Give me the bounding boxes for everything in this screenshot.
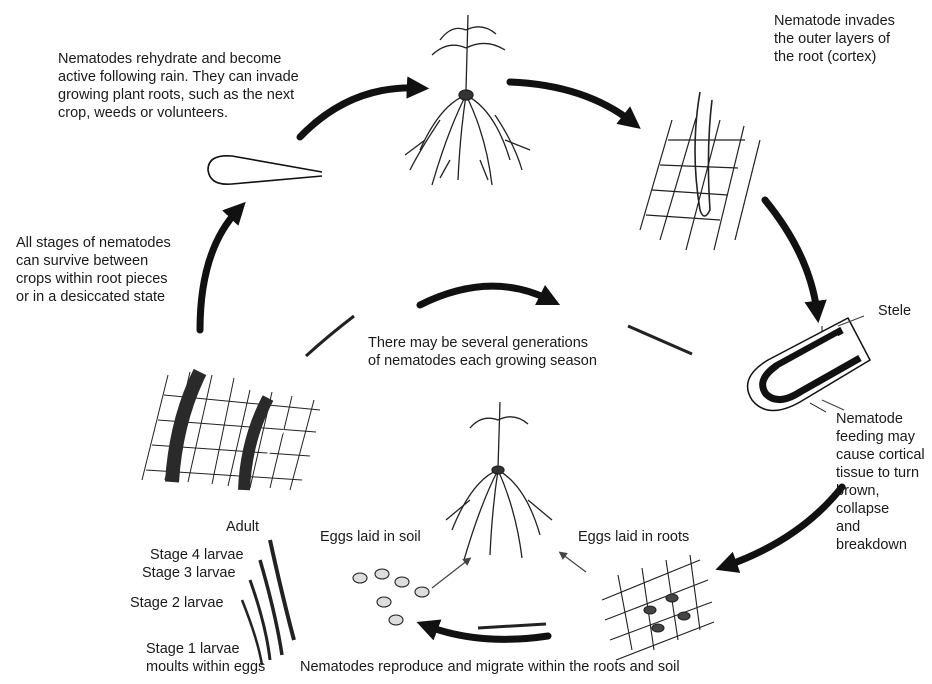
bottom-plant-illustration xyxy=(446,402,552,560)
adult-label: Adult xyxy=(226,518,259,536)
arrow-to-eggs-in-roots xyxy=(726,487,842,566)
stele-illustration xyxy=(748,318,870,412)
rehydrated-nematode xyxy=(208,156,322,184)
stele-label: Stele xyxy=(878,302,911,320)
rehydrate-label: Nematodes rehydrate and become active fo… xyxy=(58,50,299,122)
eggs-in-soil-illustration xyxy=(353,569,429,625)
eggs-in-roots-label: Eggs laid in roots xyxy=(578,528,689,546)
arrow-to-stele xyxy=(765,200,817,312)
arrow-to-invasion xyxy=(510,82,632,122)
desiccated-root-illustration xyxy=(142,372,320,490)
invasion-label: Nematode invades the outer layers of the… xyxy=(774,12,895,66)
arrow-to-rehydrate xyxy=(200,210,238,330)
eggs-in-roots-illustration xyxy=(602,555,714,660)
pointer-eggs-soil xyxy=(432,560,468,588)
feeding-damage-label: Nematode feeding may cause cortical tiss… xyxy=(836,410,932,554)
eggs-in-soil-label: Eggs laid in soil xyxy=(320,528,421,546)
generations-label: There may be several generations of nema… xyxy=(368,334,597,370)
stage-1-label: Stage 1 larvae moults within eggs xyxy=(146,640,265,676)
root-invasion-illustration xyxy=(640,92,760,250)
arrow-center-generations xyxy=(420,286,550,305)
pointer-eggs-roots xyxy=(562,554,586,572)
stage-3-label: Stage 3 larvae xyxy=(142,564,236,582)
reproduce-label: Nematodes reproduce and migrate within t… xyxy=(300,658,680,676)
survival-label: All stages of nematodes can survive betw… xyxy=(16,234,171,306)
stage-4-label: Stage 4 larvae xyxy=(150,546,244,564)
arrow-to-top-plant xyxy=(300,88,418,137)
top-plant-illustration xyxy=(405,15,530,185)
stage-2-label: Stage 2 larvae xyxy=(130,594,224,612)
pointer-feeding xyxy=(822,400,844,410)
